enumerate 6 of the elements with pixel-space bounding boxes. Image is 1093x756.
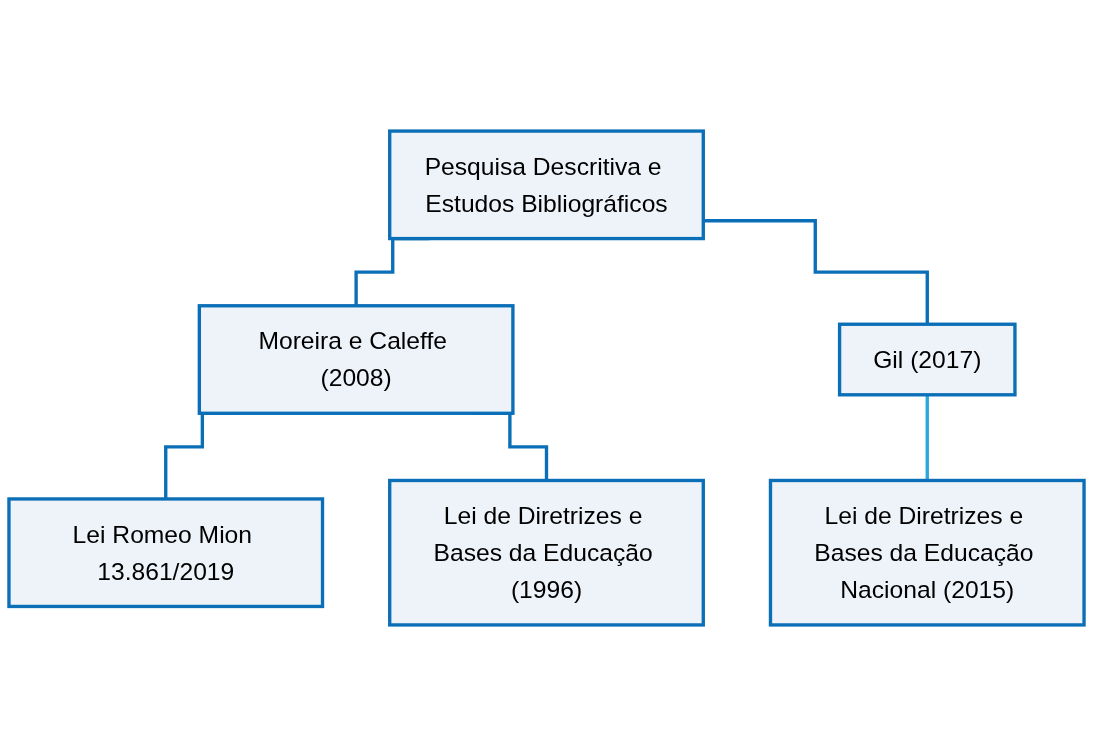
node-box: Gil (2017) [837,322,1017,397]
node-box: Lei Romeo Mion 13.861/2019 [7,497,325,609]
node-box: Pesquisa Descritiva e Estudos Bibliográficos [388,129,705,241]
node-box: Lei de Diretrizes e Bases da Educação Nacional (2015) [768,478,1086,627]
node-box: Lei de Diretrizes e Bases da Educação (1996) [388,478,705,627]
node-box: Moreira e Caleffe (2008) [197,304,515,415]
